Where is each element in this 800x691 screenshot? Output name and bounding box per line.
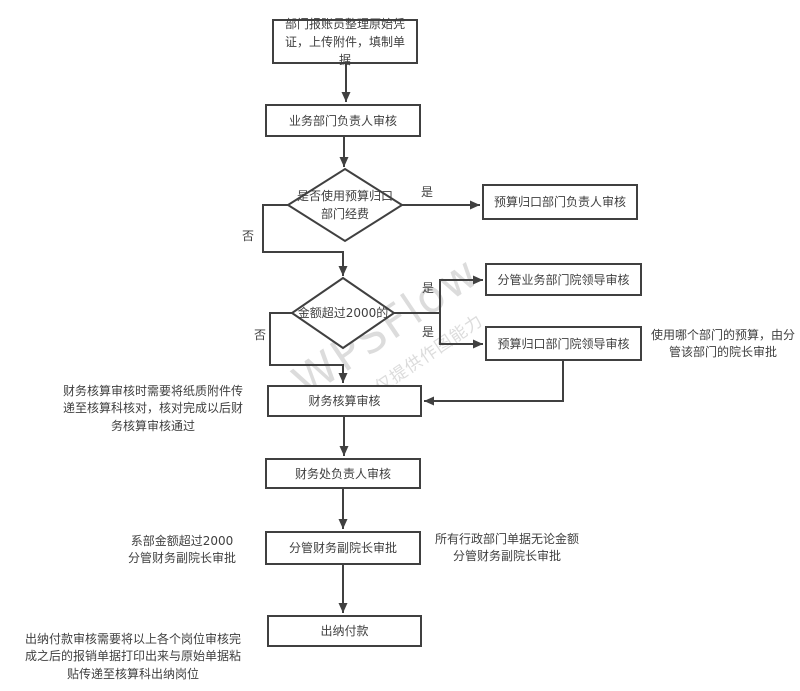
node-business-dept-head-review: 业务部门负责人审核 <box>265 104 421 137</box>
decision-amount-label: 金额超过2000的 <box>297 306 389 320</box>
connector-decision-amount-yes-bottom <box>394 312 483 349</box>
note-budget-vp: 使用哪个部门的预算，由分 管该部门的院长审批 <box>650 328 795 360</box>
connector-decision-amount-yes-top <box>394 275 483 314</box>
connector-decision-budget-no <box>262 204 348 276</box>
edge-label-budget-no: 否 <box>242 229 255 243</box>
edge-label-amount-yes-top: 是 <box>422 281 435 295</box>
node-finance-office-head-review: 财务处负责人审核 <box>265 458 421 489</box>
connector-budget-vp-to-accounting <box>424 361 564 406</box>
decision-budget-label: 是否使用预算归口 部门经费 <box>296 189 393 221</box>
edge-label-amount-yes-bottom: 是 <box>422 325 435 339</box>
edge-label-budget-yes: 是 <box>421 185 434 199</box>
note-finance-vp-left: 系部金额超过2000 分管财务副院长审批 <box>127 534 236 566</box>
decision-amount-diamond <box>290 276 396 350</box>
node-cashier-payment: 出纳付款 <box>267 615 422 647</box>
node-budget-dept-head-review: 预算归口部门负责人审核 <box>482 184 638 220</box>
node-business-vp-review: 分管业务部门院领导审核 <box>485 263 642 296</box>
note-finance-vp-right: 所有行政部门单据无论金额 分管财务副院长审批 <box>434 532 579 564</box>
node-start: 部门报账员整理原始凭 证，上传附件，填制单据 <box>272 17 418 67</box>
edge-label-amount-no: 否 <box>254 328 267 342</box>
note-cashier: 出纳付款审核需要将以上各个岗位审核完 成之后的报销单据打印出来与原始单据粘 贴传… <box>24 632 241 681</box>
node-budget-vp-review: 预算归口部门院领导审核 <box>485 326 642 361</box>
connector-decision-amount-no <box>269 312 348 383</box>
node-accounting-review: 财务核算审核 <box>267 385 422 417</box>
decision-budget-diamond <box>286 167 404 243</box>
node-finance-vp-approval: 分管财务副院长审批 <box>265 531 421 565</box>
note-accounting-review: 财务核算审核时需要将纸质附件传 递至核算科核对，核对完成以后财 务核算审核通过 <box>62 384 243 433</box>
